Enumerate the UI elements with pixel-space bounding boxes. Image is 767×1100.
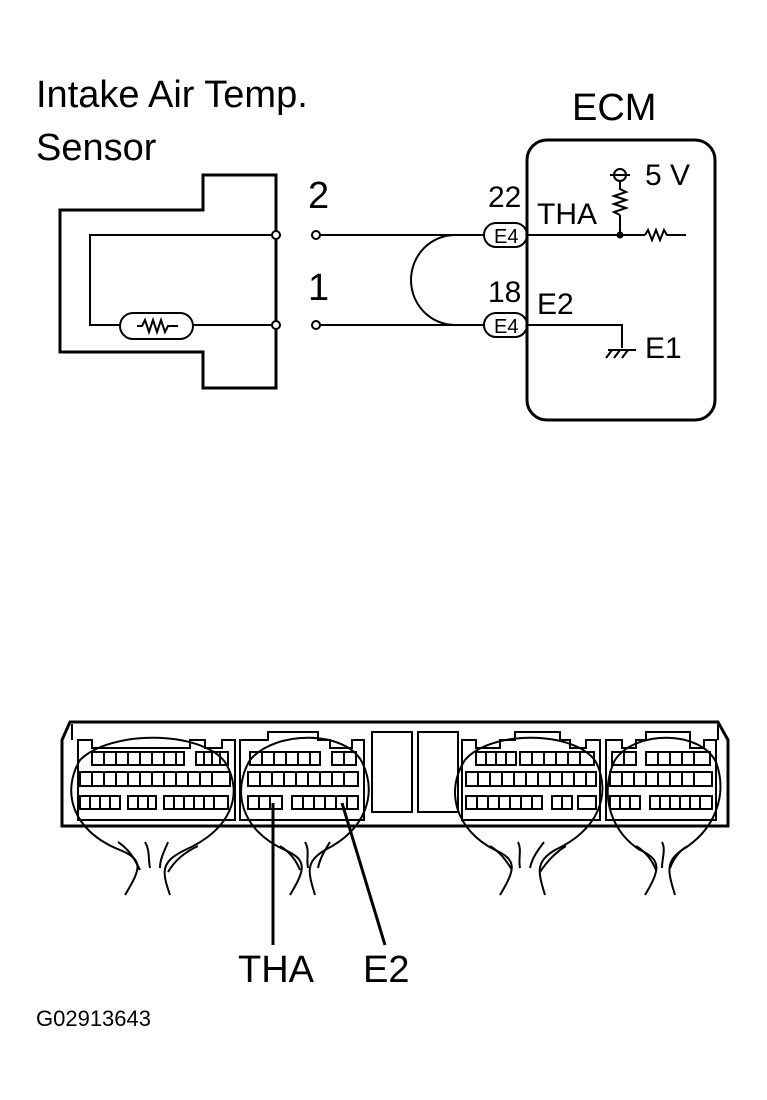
harness-terminal-2 [311,230,321,240]
harness-bundle-2 [240,736,370,896]
sensor-title-line2: Sensor [36,127,157,169]
sensor-body [58,173,278,390]
ecm-label-e2: E2 [537,288,574,321]
sensor-title-line1: Intake Air Temp. [36,74,308,116]
connector-block-1 [77,739,236,821]
ecm-resistor-icon [644,227,686,243]
thermistor-resistor-icon [137,316,178,336]
connector-housing [60,720,730,828]
wire-shield-loop [410,234,484,326]
ecm-box [525,138,717,422]
ecm-pin-22: 22 [488,181,521,214]
ecm-connector-view [60,720,730,896]
connector-blank-1 [371,731,413,813]
ground-icon-hatch-2 [613,349,621,359]
ecm-title: ECM [572,87,656,129]
ecm-label-tha: THA [537,198,597,231]
connector-block-3 [461,731,601,821]
harness-terminal-1 [311,320,321,330]
harness-bundle-1 [70,736,235,896]
thermistor-element [119,312,194,340]
leader-line-e2 [340,802,387,946]
sensor-pin-1: 1 [308,267,329,309]
connector-label-tha: THA [238,949,315,991]
connector-blank-2 [417,731,459,813]
sensor-pin-2: 2 [308,175,329,217]
connector-e4-tha-label: E4 [494,226,518,248]
ecm-label-5v: 5 V [645,159,690,192]
sensor-inner-wire [89,234,276,326]
ecm-label-e1: E1 [645,332,682,365]
sensor-terminal-2 [271,230,281,240]
harness-strands [117,841,689,873]
figure-id: G02913643 [36,1006,151,1031]
ecm-wire-e2 [527,324,623,348]
connector-label-e2: E2 [363,949,409,991]
ground-icon-hatch-3 [621,349,629,359]
connector-e4-e2-label: E4 [494,316,518,338]
sensor-terminal-1 [271,320,281,330]
ground-icon-hatch-1 [605,349,613,359]
ecm-pullup-resistor-icon [610,182,630,216]
ecm-pin-18: 18 [488,276,521,309]
